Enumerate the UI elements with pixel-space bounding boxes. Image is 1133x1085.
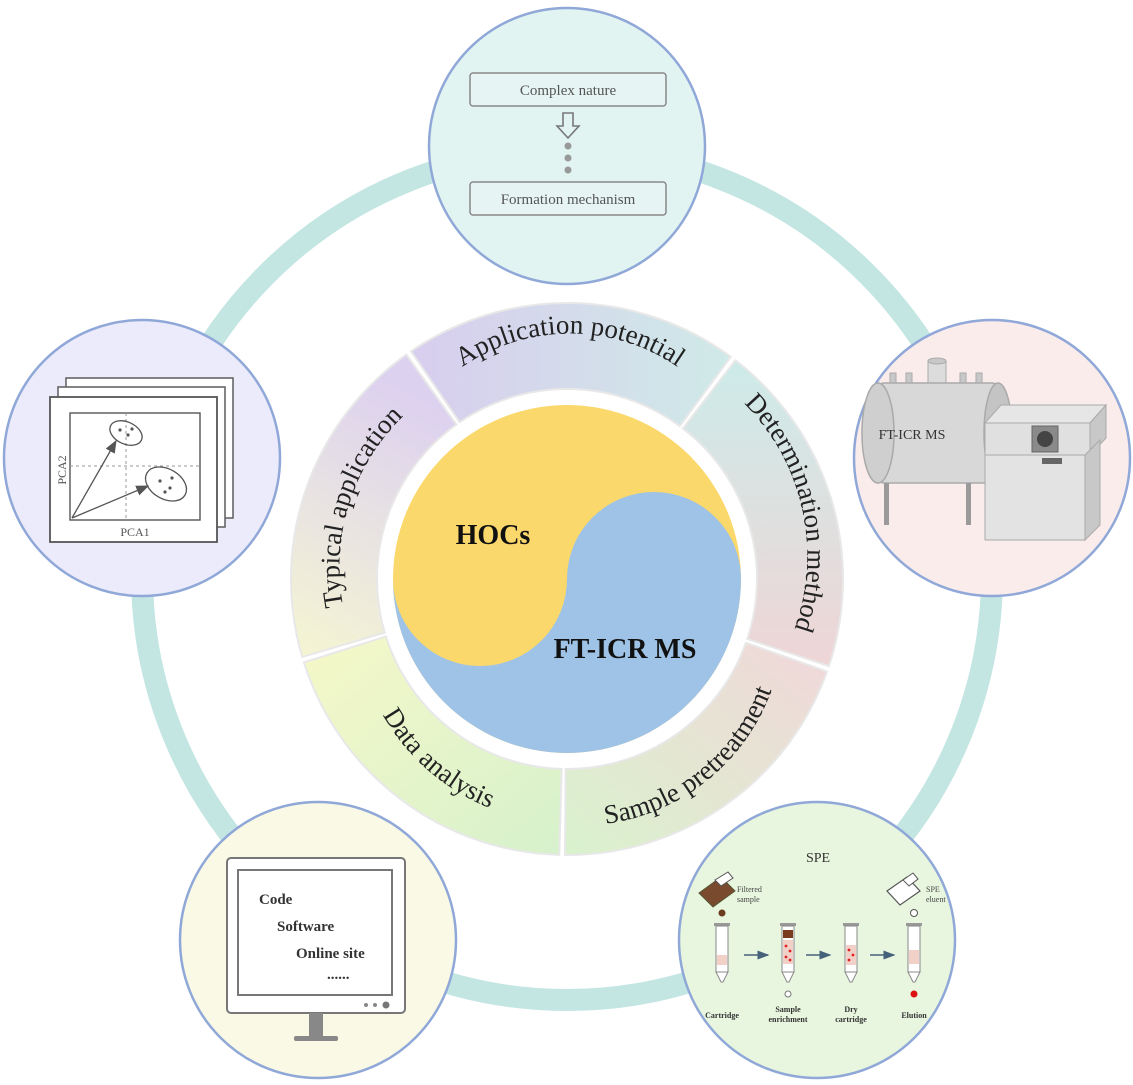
dot-3 bbox=[564, 166, 572, 174]
spe-title: SPE bbox=[806, 851, 830, 866]
ft-icr-ms-instrument-icon bbox=[861, 357, 1108, 542]
cartridge-2-icon bbox=[780, 923, 796, 998]
pca-ylabel: PCA2 bbox=[55, 455, 69, 484]
yin-yang-bottom-half bbox=[393, 492, 741, 753]
satellite-top: Complex nature Formation mechanism bbox=[427, 6, 707, 286]
hollow-arrow-down-icon bbox=[555, 112, 581, 140]
right-instrument-label: FT-ICR MS bbox=[879, 428, 946, 443]
filtered-sample-label-1: Filtered bbox=[737, 885, 762, 894]
cartridge-3-icon bbox=[843, 923, 859, 983]
monitor-line-online-site: Online site bbox=[296, 946, 365, 962]
ring-segment-sample-pretreatment bbox=[564, 641, 829, 856]
monitor-line-code: Code bbox=[259, 892, 293, 908]
step-sample-enrichment-label-2: enrichment bbox=[768, 1015, 807, 1024]
step-dry-cartridge-label-2: cartridge bbox=[835, 1015, 867, 1024]
dot-2 bbox=[564, 154, 572, 162]
complex-nature-label: Complex nature bbox=[520, 83, 617, 99]
satellite-right: FT-ICR MS bbox=[852, 318, 1132, 598]
spe-eluent-label-2: eluent bbox=[926, 895, 946, 904]
formation-mechanism-label: Formation mechanism bbox=[501, 192, 636, 208]
satellite-bottom-left: Code Software Online site ...... bbox=[178, 800, 458, 1080]
complex-nature-box bbox=[469, 72, 667, 107]
cluster-1 bbox=[109, 420, 143, 446]
pca-plot-panel bbox=[49, 396, 218, 543]
ring-segment-typical-application bbox=[290, 353, 458, 659]
center-top-label: HOCs bbox=[456, 520, 531, 551]
pca-xlabel: PCA1 bbox=[120, 525, 149, 539]
step-dry-cartridge-label-1: Dry bbox=[844, 1005, 857, 1014]
ring-segment-data-analysis bbox=[302, 635, 563, 856]
spe-eluent-bottle-icon bbox=[886, 872, 921, 917]
satellite-left: PCA1 PCA2 bbox=[2, 318, 282, 598]
ring-segment-determination-method bbox=[681, 358, 844, 668]
cartridge-1-icon bbox=[714, 923, 730, 983]
spe-eluent-label-1: SPE bbox=[926, 885, 940, 894]
satellite-bottom-right: SPE Filtered sample SPE eluent bbox=[677, 800, 957, 1080]
step-sample-enrichment-label-1: Sample bbox=[775, 1005, 801, 1014]
ring-segment-application-potential bbox=[409, 302, 733, 428]
formation-mechanism-box bbox=[469, 181, 667, 216]
monitor-line-ellipsis: ...... bbox=[327, 967, 350, 983]
monitor-icon bbox=[226, 857, 406, 1041]
monitor-line-software: Software bbox=[277, 919, 335, 935]
cartridge-4-icon bbox=[906, 923, 922, 998]
filtered-sample-bottle-icon bbox=[698, 871, 736, 917]
step-elution-label: Elution bbox=[901, 1011, 927, 1020]
cluster-2 bbox=[144, 466, 188, 502]
yin-yang bbox=[393, 405, 741, 753]
dot-1 bbox=[564, 142, 572, 150]
center-bottom-label: FT-ICR MS bbox=[554, 634, 697, 665]
step-cartridge-label: Cartridge bbox=[705, 1011, 739, 1020]
filtered-sample-label-2: sample bbox=[737, 895, 760, 904]
ring-segments bbox=[290, 302, 844, 856]
